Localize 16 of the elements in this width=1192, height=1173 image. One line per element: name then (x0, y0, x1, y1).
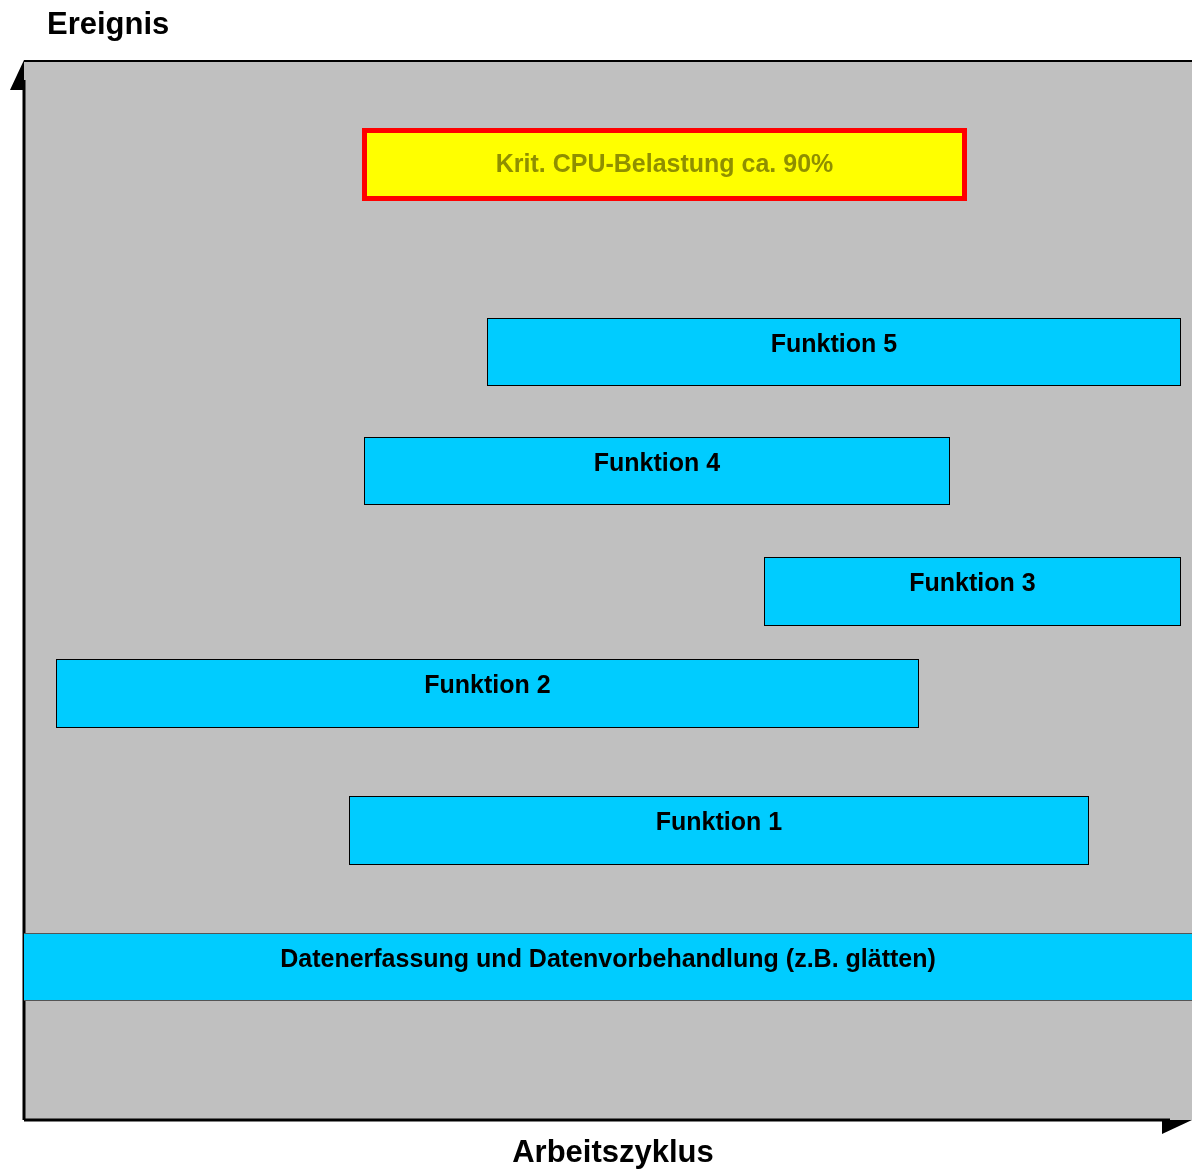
axis-label: Ereignis (47, 6, 170, 42)
box-label: Funktion 2 (424, 670, 551, 699)
process-box (764, 557, 1181, 626)
process-band (24, 933, 1192, 1001)
process-box (56, 659, 919, 728)
box-label: Krit. CPU-Belastung ca. 90% (495, 149, 834, 178)
box-label: Funktion 5 (770, 329, 898, 358)
process-box (487, 318, 1181, 386)
process-box (349, 796, 1089, 865)
box-label: Funktion 1 (655, 807, 783, 836)
box-label: Funktion 3 (909, 568, 1036, 597)
alert-box (362, 128, 967, 201)
axis-label: Arbeitszyklus (512, 1134, 714, 1170)
process-box (364, 437, 950, 505)
box-label: Datenerfassung und Datenvorbehandlung (z.B. glätten) (280, 944, 936, 973)
box-label: Funktion 4 (593, 448, 721, 477)
